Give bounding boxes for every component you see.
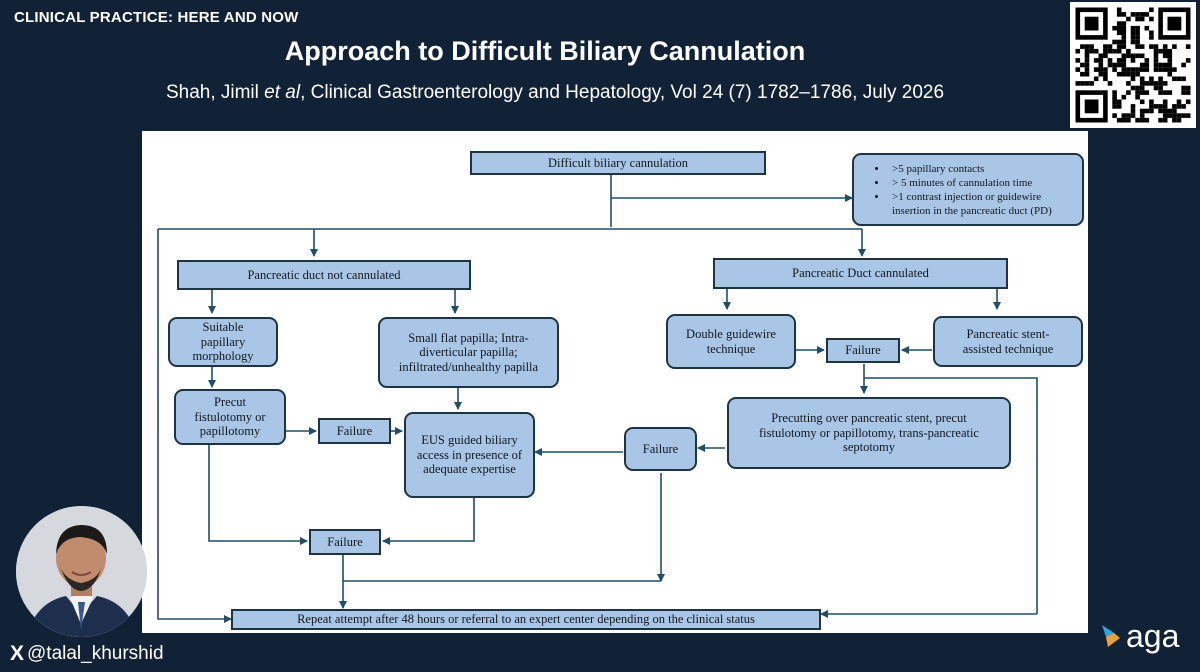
node-small-flat-papilla: Small flat papilla; Intra-diverticular p…: [378, 317, 559, 388]
flowchart: Difficult biliary cannulation >5 papilla…: [142, 131, 1088, 633]
connector-left-to-repeat: [157, 229, 232, 623]
twitter-handle-text: @talal_khurshid: [27, 643, 164, 664]
aga-brand-text: aga: [1126, 618, 1180, 654]
node-failure-bottom: Failure: [309, 529, 381, 555]
node-precutting-over-stent: Precutting over pancreatic stent, precut…: [727, 397, 1011, 469]
node-pd-cannulated: Pancreatic Duct cannulated: [713, 258, 1008, 289]
criteria-item: > 5 minutes of cannulation time: [888, 176, 1082, 190]
criteria-item: >1 contrast injection or guidewire inser…: [888, 190, 1082, 218]
node-failure-left: Failure: [318, 418, 391, 444]
connector-failure-right: [864, 377, 1038, 614]
node-stent-assisted: Pancreatic stent-assisted technique: [933, 316, 1083, 367]
twitter-handle[interactable]: X @talal_khurshid: [10, 642, 164, 666]
node-failure-middle: Failure: [826, 338, 900, 363]
node-suitable-morphology: Suitable papillary morphology: [168, 317, 278, 367]
node-double-guidewire: Double guidewire technique: [666, 314, 796, 369]
node-start: Difficult biliary cannulation: [470, 151, 766, 175]
aga-logo: aga: [1100, 620, 1179, 652]
node-precut-fistulotomy: Precut fistulotomy or papillotomy: [174, 389, 286, 445]
x-logo-icon: X: [10, 642, 25, 665]
criteria-item: >5 papillary contacts: [888, 162, 1082, 176]
author-avatar: [16, 506, 147, 637]
qr-code[interactable]: [1070, 2, 1196, 128]
node-pd-not-cannulated: Pancreatic duct not cannulated: [177, 260, 471, 290]
flowchart-connectors: [157, 174, 1038, 623]
citation-etal: et al: [264, 82, 301, 103]
citation: Shah, Jimil et al, Clinical Gastroentero…: [0, 82, 1110, 104]
node-failure-right: Failure: [624, 427, 697, 471]
citation-authors: Shah, Jimil: [165, 82, 265, 103]
page-title: Approach to Difficult Biliary Cannulatio…: [284, 36, 806, 66]
connector-bottom-merge: [342, 555, 661, 582]
aga-logo-icon: [1102, 625, 1120, 647]
header-kicker: CLINICAL PRACTICE: HERE AND NOW: [14, 9, 299, 26]
connector-precut-to-failure: [208, 445, 308, 545]
connector-eus-to-failure: [382, 497, 475, 545]
citation-details: , Clinical Gastroenterology and Hepatolo…: [300, 82, 945, 103]
node-criteria: >5 papillary contacts > 5 minutes of can…: [852, 153, 1084, 226]
node-eus-guided: EUS guided biliary access in presence of…: [404, 412, 535, 498]
node-repeat-attempt: Repeat attempt after 48 hours or referra…: [231, 609, 821, 630]
